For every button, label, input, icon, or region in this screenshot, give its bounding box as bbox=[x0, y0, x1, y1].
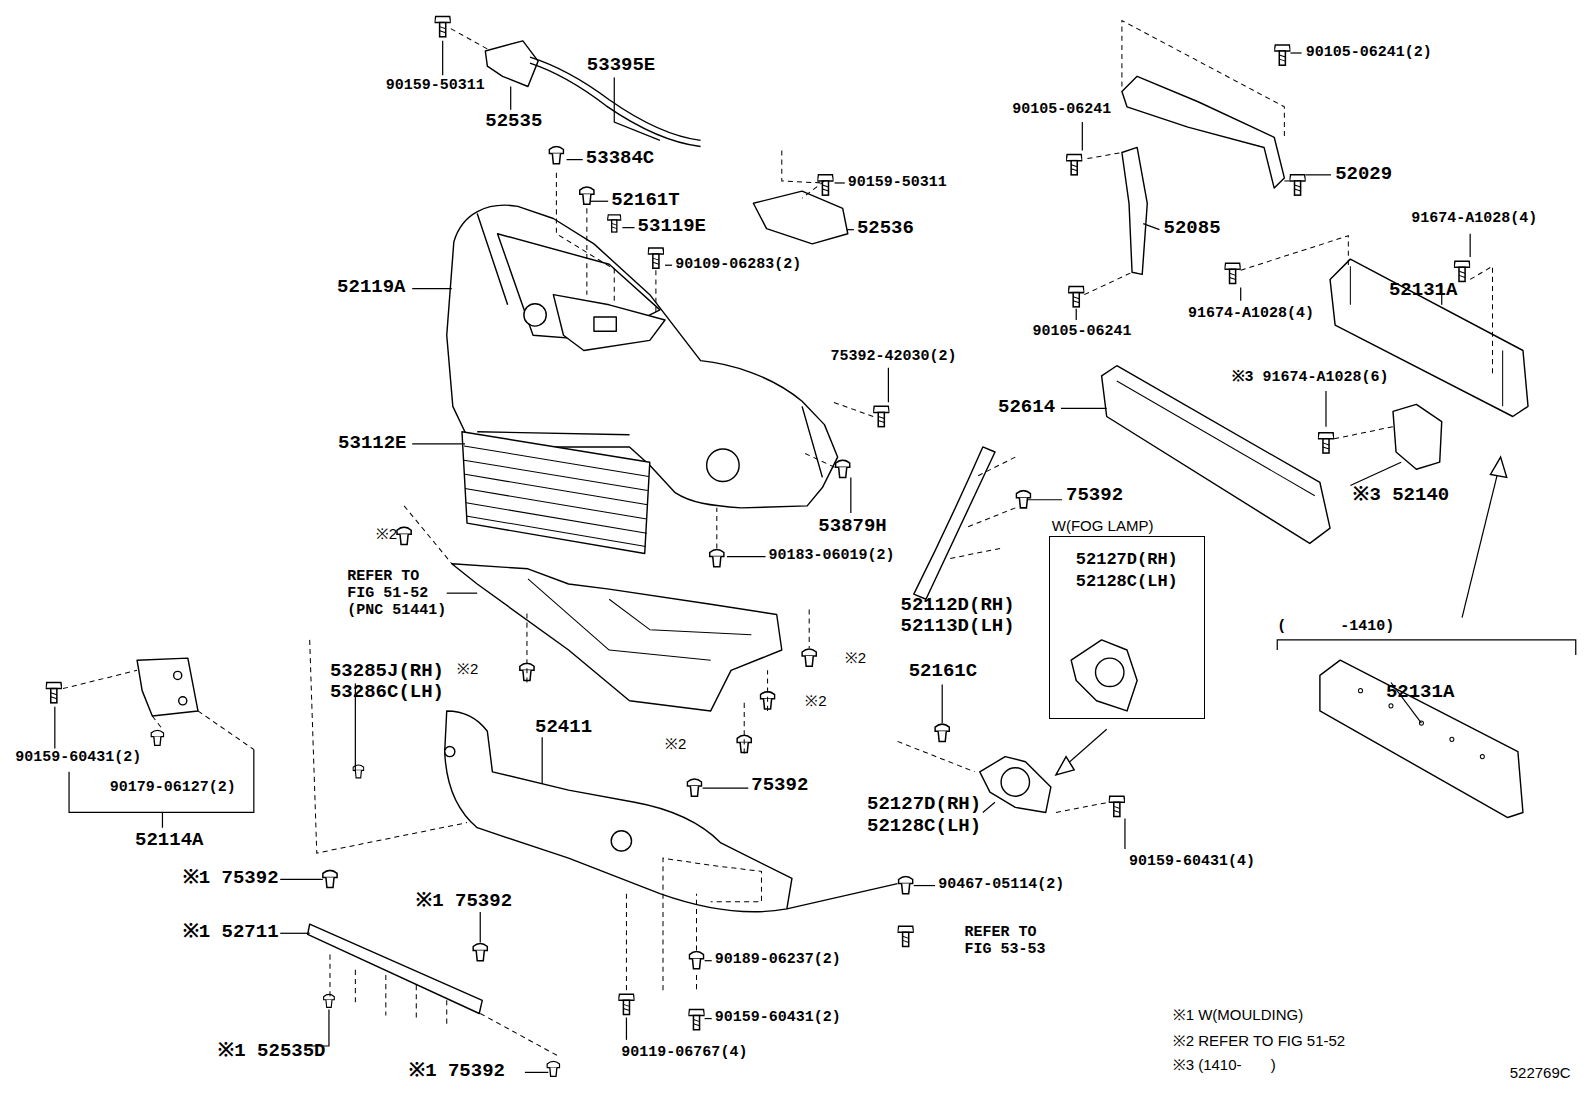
part-number: 52114A bbox=[135, 830, 203, 851]
part-number: 53119E bbox=[638, 217, 706, 238]
option-heading: W(FOG LAMP) bbox=[1052, 517, 1154, 534]
part-number: 52131A bbox=[1389, 281, 1457, 302]
fastener-number: 90159-60431(2) bbox=[715, 1010, 841, 1027]
fastener-number: 90159-60431(4) bbox=[1129, 854, 1255, 871]
part-number: 52029 bbox=[1335, 164, 1392, 185]
fastener-number: 90183-06019(2) bbox=[769, 548, 895, 565]
part-number: 53285J(RH) bbox=[330, 661, 444, 682]
part-number: 52085 bbox=[1164, 219, 1221, 240]
fastener-number: 90467-05114(2) bbox=[938, 877, 1064, 894]
footnote: ※1 W(MOULDING) bbox=[1173, 1007, 1304, 1024]
part-number: 52127D(RH) 52128C(LH) bbox=[1076, 549, 1188, 593]
fastener-number: 90159-60431(2) bbox=[15, 750, 141, 767]
fastener-number: 90159-50311 bbox=[848, 174, 947, 191]
part-number: ※1 75392 bbox=[416, 891, 512, 912]
part-number: ※3 52140 bbox=[1353, 486, 1449, 507]
footnote: ※2 bbox=[805, 692, 826, 709]
part-number: 53112E bbox=[338, 433, 406, 454]
fastener-number: 91674-A1028(4) bbox=[1188, 305, 1314, 322]
part-number: 52119A bbox=[337, 278, 405, 299]
fastener-number: 90105-06241 bbox=[1033, 324, 1132, 341]
part-number: 52161C bbox=[909, 661, 977, 682]
part-number: 53384C bbox=[586, 149, 654, 170]
footnote: ※2 REFER TO FIG 51-52 bbox=[1173, 1032, 1346, 1049]
footnote: 522769C bbox=[1510, 1065, 1571, 1082]
part-number: 52112D(RH) bbox=[901, 595, 1015, 616]
part-number: 52161T bbox=[611, 190, 679, 211]
part-number: ※1 52711 bbox=[183, 922, 279, 943]
reference-note: REFER TO FIG 53-53 bbox=[965, 925, 1051, 959]
fastener-number: 90159-50311 bbox=[386, 78, 485, 95]
part-number: 52113D(LH) bbox=[901, 617, 1015, 638]
part-number: 53395E bbox=[587, 55, 655, 76]
part-number: ※1 52535D bbox=[218, 1041, 325, 1062]
option-box: W(FOG LAMP)52127D(RH) 52128C(LH) bbox=[1049, 536, 1205, 719]
footnote: ※2 bbox=[665, 736, 686, 753]
fastener-number: 90105-06241 bbox=[1012, 101, 1111, 118]
fastener-number: 90179-06127(2) bbox=[110, 779, 236, 796]
part-number: 52131A bbox=[1386, 683, 1454, 704]
part-number: 75392 bbox=[1066, 486, 1123, 507]
fastener-number: 75392-42030(2) bbox=[831, 349, 957, 366]
part-number: 52614 bbox=[998, 398, 1055, 419]
part-number: ※1 75392 bbox=[183, 869, 279, 890]
fastener-number: 91674-A1028(4) bbox=[1411, 211, 1537, 228]
fastener-number: 90189-06237(2) bbox=[715, 952, 841, 969]
part-number: 52128C(LH) bbox=[867, 817, 981, 838]
footnote: ※2 bbox=[845, 650, 866, 667]
reference-note: REFER TO FIG 51-52 (PNC 51441) bbox=[347, 569, 451, 619]
part-number: 52411 bbox=[535, 717, 592, 738]
fastener-number: ※3 91674-A1028(6) bbox=[1232, 369, 1389, 386]
part-number: 53879H bbox=[818, 516, 886, 537]
footnote: ※3 (1410- ) bbox=[1173, 1057, 1276, 1074]
fastener-number: 90109-06283(2) bbox=[675, 257, 801, 274]
fastener-number: ( -1410) bbox=[1277, 619, 1394, 636]
part-number: 53286C(LH) bbox=[330, 683, 444, 704]
part-number: 52535 bbox=[485, 111, 542, 132]
fastener-number: 90119-06767(4) bbox=[621, 1044, 747, 1061]
part-number: 52127D(RH) bbox=[867, 794, 981, 815]
part-number: 75392 bbox=[751, 775, 808, 796]
footnote: ※2 bbox=[457, 661, 478, 678]
fastener-number: 90105-06241(2) bbox=[1306, 44, 1432, 61]
part-number: ※1 75392 bbox=[409, 1062, 505, 1083]
part-number: 52536 bbox=[857, 219, 914, 240]
footnote: ※2 bbox=[376, 526, 397, 543]
